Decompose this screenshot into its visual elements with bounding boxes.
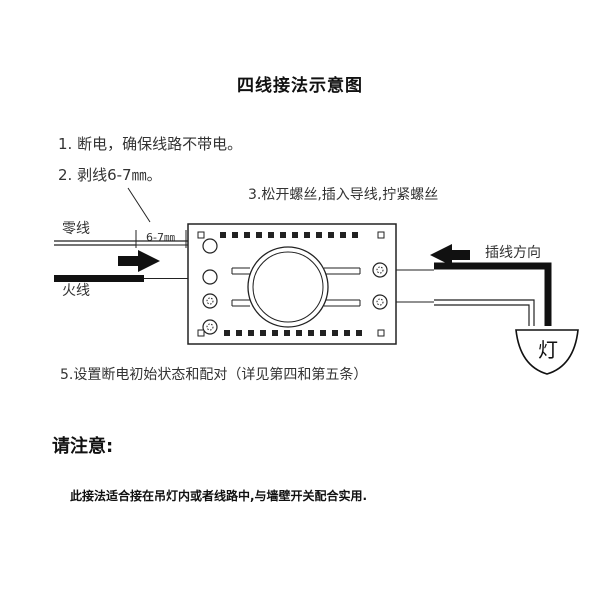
corner-mark-tr — [377, 231, 385, 239]
terminal-right-2 — [372, 294, 388, 310]
step-2-pointer-line — [127, 187, 151, 223]
live-wire-insulation — [54, 275, 144, 282]
note-heading: 请注意: — [52, 436, 114, 457]
neutral-wire-label: 零线 — [62, 221, 90, 237]
terminal-left-3 — [202, 293, 218, 309]
right-arrow-shaft — [452, 250, 470, 260]
module-top-vents — [220, 232, 358, 238]
insert-direction-label: 插线方向 — [485, 245, 541, 261]
right-insert-arrow-icon — [430, 244, 452, 266]
center-coil-outer — [247, 246, 329, 328]
strip-length-label: 6-7㎜ — [146, 231, 175, 244]
corner-mark-br — [377, 329, 385, 337]
step-1-text: 1. 断电，确保线路不带电。 — [58, 135, 243, 153]
lamp-label: 灯 — [538, 338, 558, 362]
terminal-left-2 — [202, 269, 218, 285]
note-body: 此接法适合接在吊灯内或者线路中,与墙壁开关配合实用. — [70, 489, 368, 503]
output-wire-2-outline-b — [434, 304, 530, 326]
left-arrow-shaft — [118, 256, 138, 266]
terminal-left-1 — [202, 238, 218, 254]
live-wire-label: 火线 — [62, 283, 90, 299]
corner-mark-bl — [197, 329, 205, 337]
left-insert-arrow-icon — [138, 250, 160, 272]
step-5-text: 5.设置断电初始状态和配对（详见第四和第五条） — [60, 367, 368, 383]
output-wire-2-outline-a — [434, 299, 535, 326]
module-bottom-vents — [224, 330, 362, 336]
corner-mark-tl — [197, 231, 205, 239]
internal-leads — [231, 267, 361, 307]
terminal-right-1 — [372, 262, 388, 278]
step-2-text: 2. 剥线6-7㎜。 — [58, 166, 162, 184]
lamp-icon — [515, 329, 579, 375]
step-3-text: 3.松开螺丝,插入导线,拧紧螺丝 — [248, 187, 439, 203]
diagram-title: 四线接法示意图 — [237, 76, 363, 96]
center-coil-inner — [252, 251, 324, 323]
terminal-left-4 — [202, 319, 218, 335]
output-wire-1-insulation — [434, 262, 552, 326]
